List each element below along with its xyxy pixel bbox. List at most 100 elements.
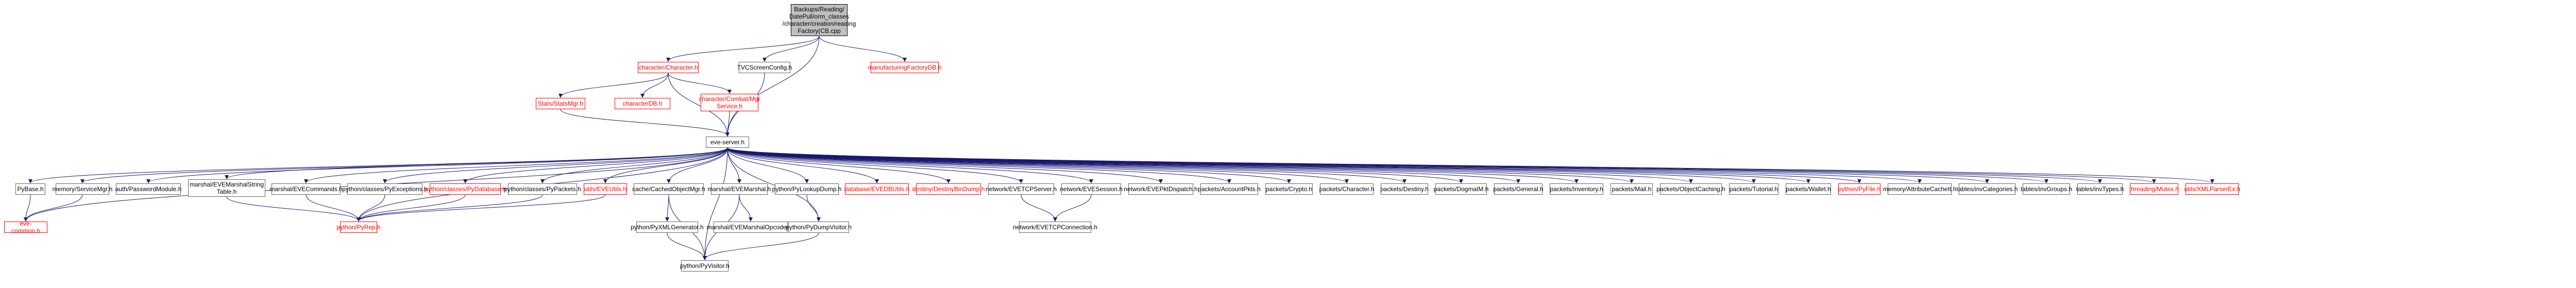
edge-pydb-to-pyrep	[357, 194, 466, 222]
edge-eve-to-memory	[80, 147, 728, 183]
graph-node-charcombat[interactable]: character/Combat/Mgr Service.h	[699, 94, 760, 111]
edge-eve-to-marshal-string	[225, 147, 728, 179]
graph-node-packets-destiny[interactable]: packets/Destiny.h	[1380, 183, 1429, 195]
graph-node-tables-cat[interactable]: tables/invCategories.h	[1957, 183, 2018, 195]
graph-node-memory[interactable]: memory/ServiceMgr.h	[53, 183, 112, 195]
graph-node-tvccreen[interactable]: TVCScreenConfig.h	[737, 62, 792, 73]
edge-eve-to-packets-accounts	[727, 147, 1231, 183]
graph-node-pyexc[interactable]: python/classes/PyExceptions.h	[342, 183, 428, 195]
graph-node-tables-grp[interactable]: tables/invGroups.h	[2021, 183, 2072, 195]
graph-node-pyvisitor[interactable]: python/PyVisitor.h	[680, 260, 730, 272]
graph-node-pyrep[interactable]: python/PyRep.h	[336, 222, 381, 233]
graph-node-statsconfig[interactable]: Stats/StatsMgr.h	[536, 98, 585, 109]
graph-node-marshal-unmarshal[interactable]: marshal/EVEMarshal.h	[708, 183, 771, 195]
graph-node-manufacturing[interactable]: manufacturingFactoryDB.h	[868, 62, 941, 73]
graph-node-network-session[interactable]: network/EVESession.h	[1060, 183, 1123, 195]
edge-marshal-string-to-pyrep	[226, 196, 361, 222]
graph-node-pydb[interactable]: python/classes/PyDatabase.h	[425, 183, 506, 195]
edge-character-to-eve	[668, 73, 730, 137]
graph-node-packets-accounts[interactable]: packets/AccountPkts.h	[1198, 183, 1261, 195]
edge-pyexc-to-pyrep	[357, 194, 385, 222]
graph-node-packets-wallet[interactable]: packets/Wallet.h	[1786, 183, 1831, 195]
edge-eve-to-pyexc	[383, 147, 728, 183]
edge-eve-to-packets-crypto	[727, 147, 1291, 183]
graph-node-packets-crypto[interactable]: packets/Crypto.h	[1265, 183, 1313, 195]
edge-character-to-charcombat	[668, 73, 732, 94]
edge-root-to-eve	[725, 36, 820, 137]
graph-node-pyrepgen[interactable]: python/PyXMLGenerator.h	[631, 222, 704, 233]
graph-node-network-pkt[interactable]: network/EVEPktDispatch.h	[1124, 183, 1198, 195]
edge-eve-to-packets-mail	[727, 147, 1634, 183]
graph-node-pypackets[interactable]: python/classes/PyPackets.h	[504, 183, 581, 195]
graph-node-dbcore[interactable]: database/EVEDBUtils.h	[844, 183, 909, 195]
graph-node-utils-xml[interactable]: utils/XMLParserEx.h	[2184, 183, 2240, 195]
graph-node-utils[interactable]: utils/EVEUtils.h	[584, 183, 627, 195]
graph-node-network-conn[interactable]: network/EVETCPConnection.h	[1013, 222, 1097, 233]
graph-node-pybase[interactable]: PyBase.h	[15, 183, 45, 195]
graph-node-pylookup[interactable]: python/PyLookupDump.h	[772, 183, 841, 195]
graph-node-evecommon[interactable]: eve-common.h	[4, 220, 47, 234]
graph-node-packets-character[interactable]: packets/Character.h	[1319, 183, 1374, 195]
edge-cached-to-pyrepgen	[665, 194, 670, 222]
graph-node-threading[interactable]: threading/Mutex.h	[2129, 183, 2179, 195]
edge-eve-to-auth	[146, 147, 728, 183]
graph-node-packets-dogma[interactable]: packets/DogmaIM.h	[1434, 183, 1488, 195]
edge-network-service-to-network-conn	[1021, 194, 1057, 222]
edge-pydumpvisitor-to-pyvisitor	[703, 232, 819, 260]
edge-utils-to-pyrep	[357, 194, 606, 222]
edge-character-to-charmgr	[640, 73, 669, 98]
edge-pyrepgen-to-pyvisitor	[667, 232, 707, 260]
edge-marshal-unmarshal-to-marshal-decoder	[739, 194, 753, 222]
edge-marshal-cmd-to-pyrep	[306, 194, 361, 222]
edge-eve-to-pylookup	[727, 147, 809, 183]
graph-node-root: Backups/Reading/ DatePull/orm_classes /c…	[783, 4, 856, 36]
edge-eve-to-pyvisitor	[703, 147, 728, 260]
edge-statsconfig-to-eve	[560, 109, 730, 137]
edge-eve-to-dbcore	[727, 147, 879, 183]
edge-eve-to-marshal-cmd	[304, 147, 728, 183]
graph-node-memattr[interactable]: memory/AttributeCacheIt.h	[1883, 183, 1956, 195]
edge-root-to-manufacturing	[819, 36, 907, 62]
edge-network-session-to-network-conn	[1053, 194, 1092, 222]
graph-node-packets-general[interactable]: packets/General.h	[1493, 183, 1544, 195]
graph-node-character[interactable]: character/Character.h	[638, 62, 699, 73]
edge-eve-to-pydumpvisitor	[727, 147, 821, 222]
edge-eve-to-pydb	[463, 147, 728, 183]
edge-memory-to-evecommon	[24, 194, 83, 222]
edge-eve-to-packets-dogma	[727, 147, 1463, 183]
edge-charcombat-to-eve	[725, 111, 730, 137]
edge-eve-to-utils-xml	[727, 147, 2214, 183]
edge-eve-to-packets-general	[727, 147, 1520, 183]
graph-node-tables-types[interactable]: tables/invTypes.h	[2076, 183, 2124, 195]
edge-character-to-statsconfig	[558, 73, 669, 98]
edge-eve-to-pypackets	[540, 147, 728, 183]
graph-node-marshal-decoder[interactable]: marshal/EVEMarshalOpcodes.h	[707, 222, 794, 233]
edge-eve-to-utils	[603, 147, 728, 183]
edge-pylookup-to-pydumpvisitor	[806, 194, 821, 222]
graph-node-pydumpvisitor[interactable]: python/PyDumpVisitor.h	[786, 222, 852, 233]
graph-node-packets-objcache[interactable]: packets/ObjectCaching.h	[1656, 183, 1725, 195]
edge-root-to-tvccreen	[762, 36, 820, 62]
graph-node-packets-mail[interactable]: packets/Mail.h	[1611, 183, 1653, 195]
edge-eve-to-destiny	[727, 147, 951, 183]
graph-node-pyfile[interactable]: python/PyFile.h	[1838, 183, 1880, 195]
graph-node-network-service[interactable]: network/EVETCPServer.h	[986, 183, 1057, 195]
edge-root-to-character	[666, 36, 820, 62]
graph-node-eve[interactable]: eve-server.h	[706, 137, 749, 148]
graph-node-auth[interactable]: auth/PasswordModule.h	[115, 183, 181, 195]
graph-node-cached[interactable]: cache/CachedObjectMgr.h	[632, 183, 705, 195]
edge-eve-to-network-session	[727, 147, 1093, 183]
graph-node-marshal-cmd[interactable]: marshal/EVECommands.h	[269, 183, 343, 195]
edge-eve-to-cached	[667, 147, 728, 183]
graph-node-packets-inventory[interactable]: packets/Inventory.h	[1550, 183, 1603, 195]
edge-eve-to-pybase	[28, 147, 728, 183]
edge-pypackets-to-pyrep	[357, 194, 543, 222]
graph-node-packets-tutorial[interactable]: packets/Tutorial.h	[1729, 183, 1778, 195]
graph-node-marshal-string[interactable]: marshal/EVEMarshalString Table.h	[188, 179, 265, 197]
edge-eve-to-packets-objcache	[727, 147, 1693, 183]
graph-node-charmgr[interactable]: characterDB.h	[615, 98, 670, 109]
edge-eve-to-packets-destiny	[727, 147, 1406, 183]
graph-node-destiny[interactable]: destiny/DestinyBinDump.h	[912, 183, 985, 195]
